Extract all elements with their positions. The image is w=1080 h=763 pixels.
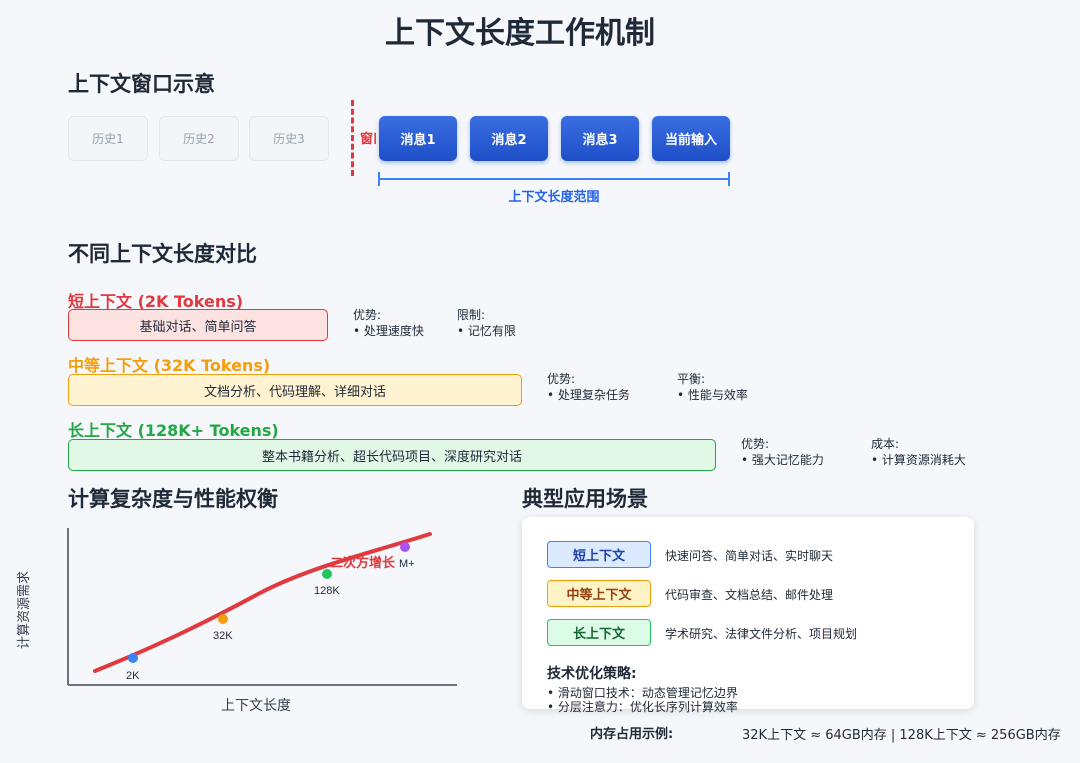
point-label: 2K: [126, 670, 140, 682]
history-box: 历史2: [159, 116, 239, 161]
range-line: [378, 178, 730, 180]
note-item: • 处理复杂任务: [547, 388, 630, 402]
scenario-card: 短上下文 快速问答、简单对话、实时聊天 中等上下文 代码审查、文档总结、邮件处理…: [522, 517, 974, 714]
short-context-bar: 基础对话、简单问答: [68, 309, 328, 341]
long-advantage-note: 优势: • 强大记忆能力: [741, 436, 824, 468]
short-context-heading: 短上下文 (2K Tokens): [68, 292, 244, 311]
message-box: 消息3: [561, 116, 639, 161]
medium-balance-note: 平衡: • 性能与效率: [677, 371, 748, 403]
strategy-item: • 分层注意力：优化长序列计算效率: [547, 700, 738, 714]
note-item: • 强大记忆能力: [741, 453, 824, 467]
note-item: • 记忆有限: [457, 324, 516, 338]
memory-value: 32K上下文 ≈ 64GB内存 | 128K上下文 ≈ 256GB内存: [742, 728, 1061, 743]
note-title: 限制:: [457, 308, 486, 322]
window-section-title: 上下文窗口示意: [68, 72, 215, 96]
scenario-tag-short: 短上下文: [547, 541, 651, 568]
current-input-box: 当前输入: [652, 116, 730, 161]
growth-curve: [93, 532, 432, 673]
point-32k: [218, 614, 228, 624]
note-item: • 计算资源消耗大: [871, 453, 966, 467]
note-item: • 性能与效率: [677, 388, 748, 402]
scenario-section-title: 典型应用场景: [522, 487, 648, 511]
point-label: 32K: [213, 630, 233, 642]
medium-context-heading: 中等上下文 (32K Tokens): [68, 356, 271, 375]
medium-advantage-note: 优势: • 处理复杂任务: [547, 371, 630, 403]
complexity-section-title: 计算复杂度与性能权衡: [68, 487, 278, 511]
scenario-desc-medium: 代码审查、文档总结、邮件处理: [665, 588, 834, 602]
complexity-chart: 二次方增长 2K 32K 128K M+ 上下文长度 计算资源需求: [16, 528, 457, 713]
note-title: 优势:: [741, 437, 770, 451]
point-label: 128K: [314, 585, 340, 597]
strategy-title: 技术优化策略:: [547, 666, 637, 682]
scenario-desc-long: 学术研究、法律文件分析、项目规划: [665, 627, 858, 641]
x-axis-label: 上下文长度: [221, 697, 291, 713]
medium-context-bar: 文档分析、代码理解、详细对话: [68, 374, 522, 406]
scenario-tag-long: 长上下文: [547, 619, 651, 646]
strategy-item: • 滑动窗口技术：动态管理记忆边界: [547, 686, 738, 700]
point-m: [400, 542, 410, 552]
range-label: 上下文长度范围: [508, 190, 600, 205]
point-label: M+: [399, 558, 415, 570]
scenario-tag-medium: 中等上下文: [547, 580, 651, 607]
short-limit-note: 限制: • 记忆有限: [457, 307, 516, 339]
note-item: • 处理速度快: [353, 324, 424, 338]
window-divider: [351, 100, 354, 176]
note-title: 平衡:: [677, 372, 706, 386]
message-box: 消息1: [379, 116, 457, 161]
comparison-section-title: 不同上下文长度对比: [68, 242, 257, 266]
range-cap-left: [378, 172, 380, 186]
range-cap-right: [728, 172, 730, 186]
long-cost-note: 成本: • 计算资源消耗大: [871, 436, 966, 468]
short-advantage-note: 优势: • 处理速度快: [353, 307, 424, 339]
window-label: 窗口: [360, 132, 376, 147]
point-128k: [322, 569, 332, 579]
point-2k: [128, 653, 138, 663]
message-box: 消息2: [470, 116, 548, 161]
memory-label: 内存占用示例:: [590, 727, 674, 742]
long-context-heading: 长上下文 (128K+ Tokens): [68, 421, 279, 440]
y-axis-label: 计算资源需求: [16, 571, 31, 649]
history-box: 历史1: [68, 116, 148, 161]
long-context-bar: 整本书籍分析、超长代码项目、深度研究对话: [68, 439, 716, 471]
history-box: 历史3: [249, 116, 329, 161]
note-title: 成本:: [871, 437, 900, 451]
note-title: 优势:: [547, 372, 576, 386]
page-title: 上下文长度工作机制: [385, 16, 655, 51]
scenario-desc-short: 快速问答、简单对话、实时聊天: [665, 549, 834, 563]
curve-annotation: 二次方增长: [330, 555, 396, 570]
note-title: 优势:: [353, 308, 382, 322]
